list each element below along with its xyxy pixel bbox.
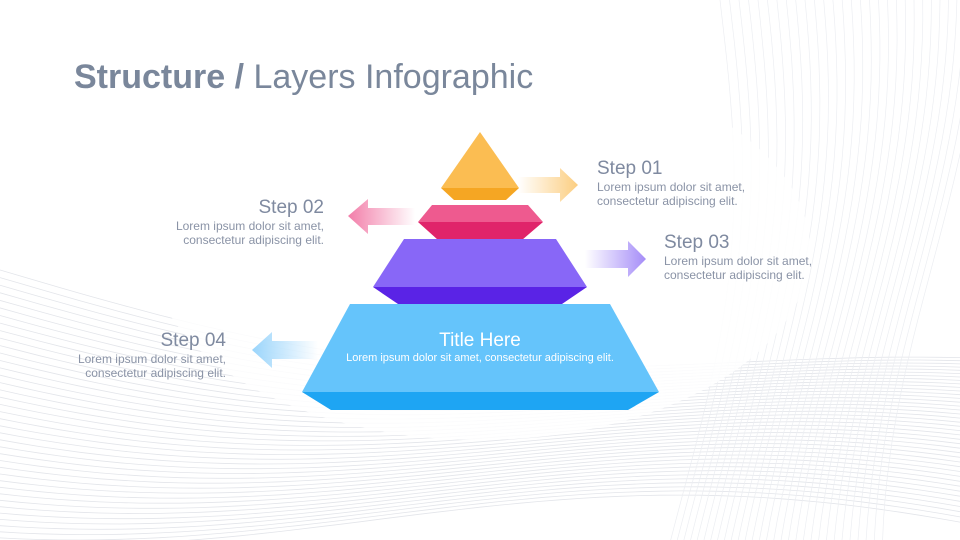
step-04-text: Lorem ipsum dolor sit amet, consectetur … bbox=[77, 352, 226, 380]
wave-line bbox=[0, 454, 960, 494]
arrow-step-01 bbox=[518, 168, 578, 202]
wave-line bbox=[0, 490, 960, 540]
wave-line bbox=[766, 0, 855, 540]
title-separator: / bbox=[225, 58, 254, 96]
wave-line bbox=[826, 0, 924, 540]
wave-line bbox=[0, 466, 960, 509]
wave-line bbox=[0, 458, 960, 499]
wave-line bbox=[865, 67, 960, 540]
wave-line bbox=[0, 428, 960, 460]
wave-line bbox=[0, 450, 960, 489]
slide-title: Structure / Layers Infographic bbox=[74, 58, 533, 97]
wave-line bbox=[788, 0, 881, 540]
pyramid-tier-2-base bbox=[418, 222, 543, 240]
pyramid-tier-3-base bbox=[373, 287, 587, 304]
step-01-heading: Step 01 bbox=[597, 158, 663, 179]
step-04-heading: Step 04 bbox=[160, 330, 227, 351]
arrow-step-03 bbox=[585, 241, 646, 277]
wave-line bbox=[803, 0, 898, 540]
wave-line bbox=[873, 117, 960, 540]
pyramid-tier-1-base bbox=[441, 188, 519, 200]
wave-line bbox=[0, 462, 960, 504]
step-02-heading: Step 02 bbox=[258, 197, 325, 218]
wave-line bbox=[833, 0, 932, 540]
wave-line bbox=[187, 494, 960, 540]
step-03-heading: Step 03 bbox=[664, 232, 730, 253]
step-01: Step 01 Lorem ipsum dolor sit amet, cons… bbox=[597, 158, 745, 208]
step-04: Step 04 Lorem ipsum dolor sit amet, cons… bbox=[78, 330, 226, 380]
pyramid-tier-4 bbox=[302, 304, 659, 392]
pyramid-center-body: Lorem ipsum dolor sit amet, consectetur … bbox=[346, 352, 614, 364]
step-03: Step 03 Lorem ipsum dolor sit amet, cons… bbox=[664, 232, 812, 282]
title-rest: Layers Infographic bbox=[253, 58, 534, 96]
title-bold: Structure bbox=[74, 58, 226, 96]
wave-line bbox=[0, 432, 960, 465]
wave-line bbox=[841, 0, 941, 540]
pyramid-tier-2 bbox=[418, 205, 543, 222]
wave-line bbox=[849, 0, 949, 540]
wave-line bbox=[744, 0, 829, 540]
wave-line bbox=[773, 0, 864, 540]
wave-line bbox=[0, 443, 960, 479]
arrow-step-04 bbox=[252, 332, 318, 368]
step-02-text: Lorem ipsum dolor sit amet, consectetur … bbox=[175, 219, 324, 247]
pyramid-center-title: Title Here bbox=[439, 330, 521, 351]
wave-line bbox=[780, 0, 872, 540]
wave-line bbox=[0, 435, 960, 470]
pyramid-tier-1 bbox=[441, 132, 519, 188]
wave-line bbox=[0, 439, 960, 474]
wave-line bbox=[0, 478, 960, 525]
step-02: Step 02 Lorem ipsum dolor sit amet, cons… bbox=[176, 197, 324, 247]
pyramid-tier-4-base bbox=[302, 392, 659, 410]
wave-line bbox=[818, 0, 915, 540]
step-01-text: Lorem ipsum dolor sit amet, consectetur … bbox=[597, 180, 746, 208]
wave-line bbox=[0, 424, 960, 455]
wave-line bbox=[759, 0, 846, 540]
wave-line bbox=[795, 0, 889, 540]
wave-line bbox=[810, 0, 906, 540]
wave-line bbox=[882, 152, 960, 540]
wave-line bbox=[0, 486, 960, 535]
step-03-text: Lorem ipsum dolor sit amet, consectetur … bbox=[664, 254, 813, 282]
arrow-step-02 bbox=[348, 199, 415, 234]
pyramid-tier-3 bbox=[373, 239, 587, 287]
wave-line bbox=[751, 0, 838, 540]
wave-line bbox=[0, 470, 960, 514]
wave-line bbox=[0, 482, 960, 530]
wave-line bbox=[857, 0, 958, 540]
